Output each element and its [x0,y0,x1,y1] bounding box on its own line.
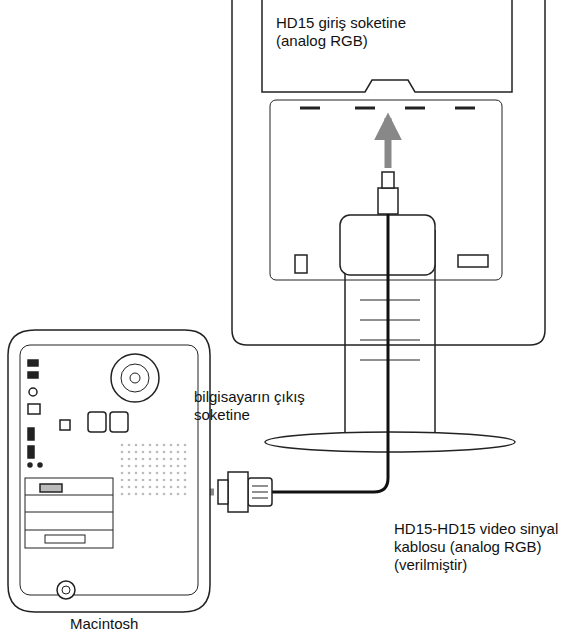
vent-hole [177,451,180,454]
vent-hole [156,493,159,496]
vent-hole [135,444,138,447]
vent-hole [177,472,180,475]
vent-hole [142,451,145,454]
vent-hole [149,458,152,461]
vent-hole [149,486,152,489]
vent-hole [149,451,152,454]
vent-hole [121,444,124,447]
computer-label: Macintosh [70,615,190,633]
vent-hole [170,458,173,461]
vent-hole [163,465,166,468]
vent-hole [163,458,166,461]
vent-hole [128,451,131,454]
vent-hole [177,493,180,496]
vent-hole [170,479,173,482]
vent-hole [149,465,152,468]
vent-hole [156,444,159,447]
vent-hole [156,486,159,489]
vent-hole [128,465,131,468]
vent-hole [142,465,145,468]
vent-hole [149,472,152,475]
vent-hole [184,472,187,475]
vent-hole [135,486,138,489]
vent-hole [142,493,145,496]
vent-hole [121,451,124,454]
port-label: bilgisayarın çıkış soketine [194,388,314,424]
vga-plug [218,472,272,512]
vent-hole [149,479,152,482]
vent-hole [163,444,166,447]
vent-hole [128,479,131,482]
vent-hole [121,479,124,482]
vent-hole [184,486,187,489]
vent-hole [128,458,131,461]
vent-hole [184,493,187,496]
vent-hole [128,486,131,489]
vent-hole [121,493,124,496]
vent-hole [135,458,138,461]
vent-hole [177,486,180,489]
vent-hole [135,479,138,482]
vent-hole [149,493,152,496]
vent-hole [156,472,159,475]
vent-hole [170,451,173,454]
vent-hole [177,444,180,447]
vent-hole [170,444,173,447]
vent-hole [177,465,180,468]
vent-hole [184,458,187,461]
vent-hole [156,479,159,482]
vent-hole [121,465,124,468]
cable-label: HD15-HD15 video sinyal kablosu (analog R… [394,520,570,574]
vent-hole [142,486,145,489]
vent-hole [142,444,145,447]
vent-hole [170,493,173,496]
macintosh-tower [8,330,210,612]
vent-hole [177,479,180,482]
vent-hole [184,444,187,447]
vent-hole [128,444,131,447]
vent-hole [135,493,138,496]
vent-hole [177,458,180,461]
vent-hole [163,472,166,475]
vent-hole [128,493,131,496]
vent-hole [170,472,173,475]
vent-hole [163,479,166,482]
vent-hole [156,458,159,461]
vent-hole [170,486,173,489]
vent-hole [184,479,187,482]
vent-hole [184,451,187,454]
vent-hole [121,458,124,461]
vent-hole [184,465,187,468]
vent-hole [128,472,131,475]
vent-hole [156,465,159,468]
insert-arrow [385,118,392,168]
vent-holes [121,444,187,496]
socket-label: HD15 giriş soketine (analog RGB) [276,14,456,50]
vent-hole [121,472,124,475]
vent-hole [121,486,124,489]
vent-hole [170,465,173,468]
vent-hole [135,465,138,468]
vent-hole [142,479,145,482]
vent-hole [135,451,138,454]
vent-hole [149,444,152,447]
vent-hole [142,472,145,475]
vent-hole [163,451,166,454]
video-cable [272,214,388,492]
vent-hole [163,486,166,489]
vent-hole [156,451,159,454]
vent-hole [142,458,145,461]
vent-hole [163,493,166,496]
vent-hole [135,472,138,475]
